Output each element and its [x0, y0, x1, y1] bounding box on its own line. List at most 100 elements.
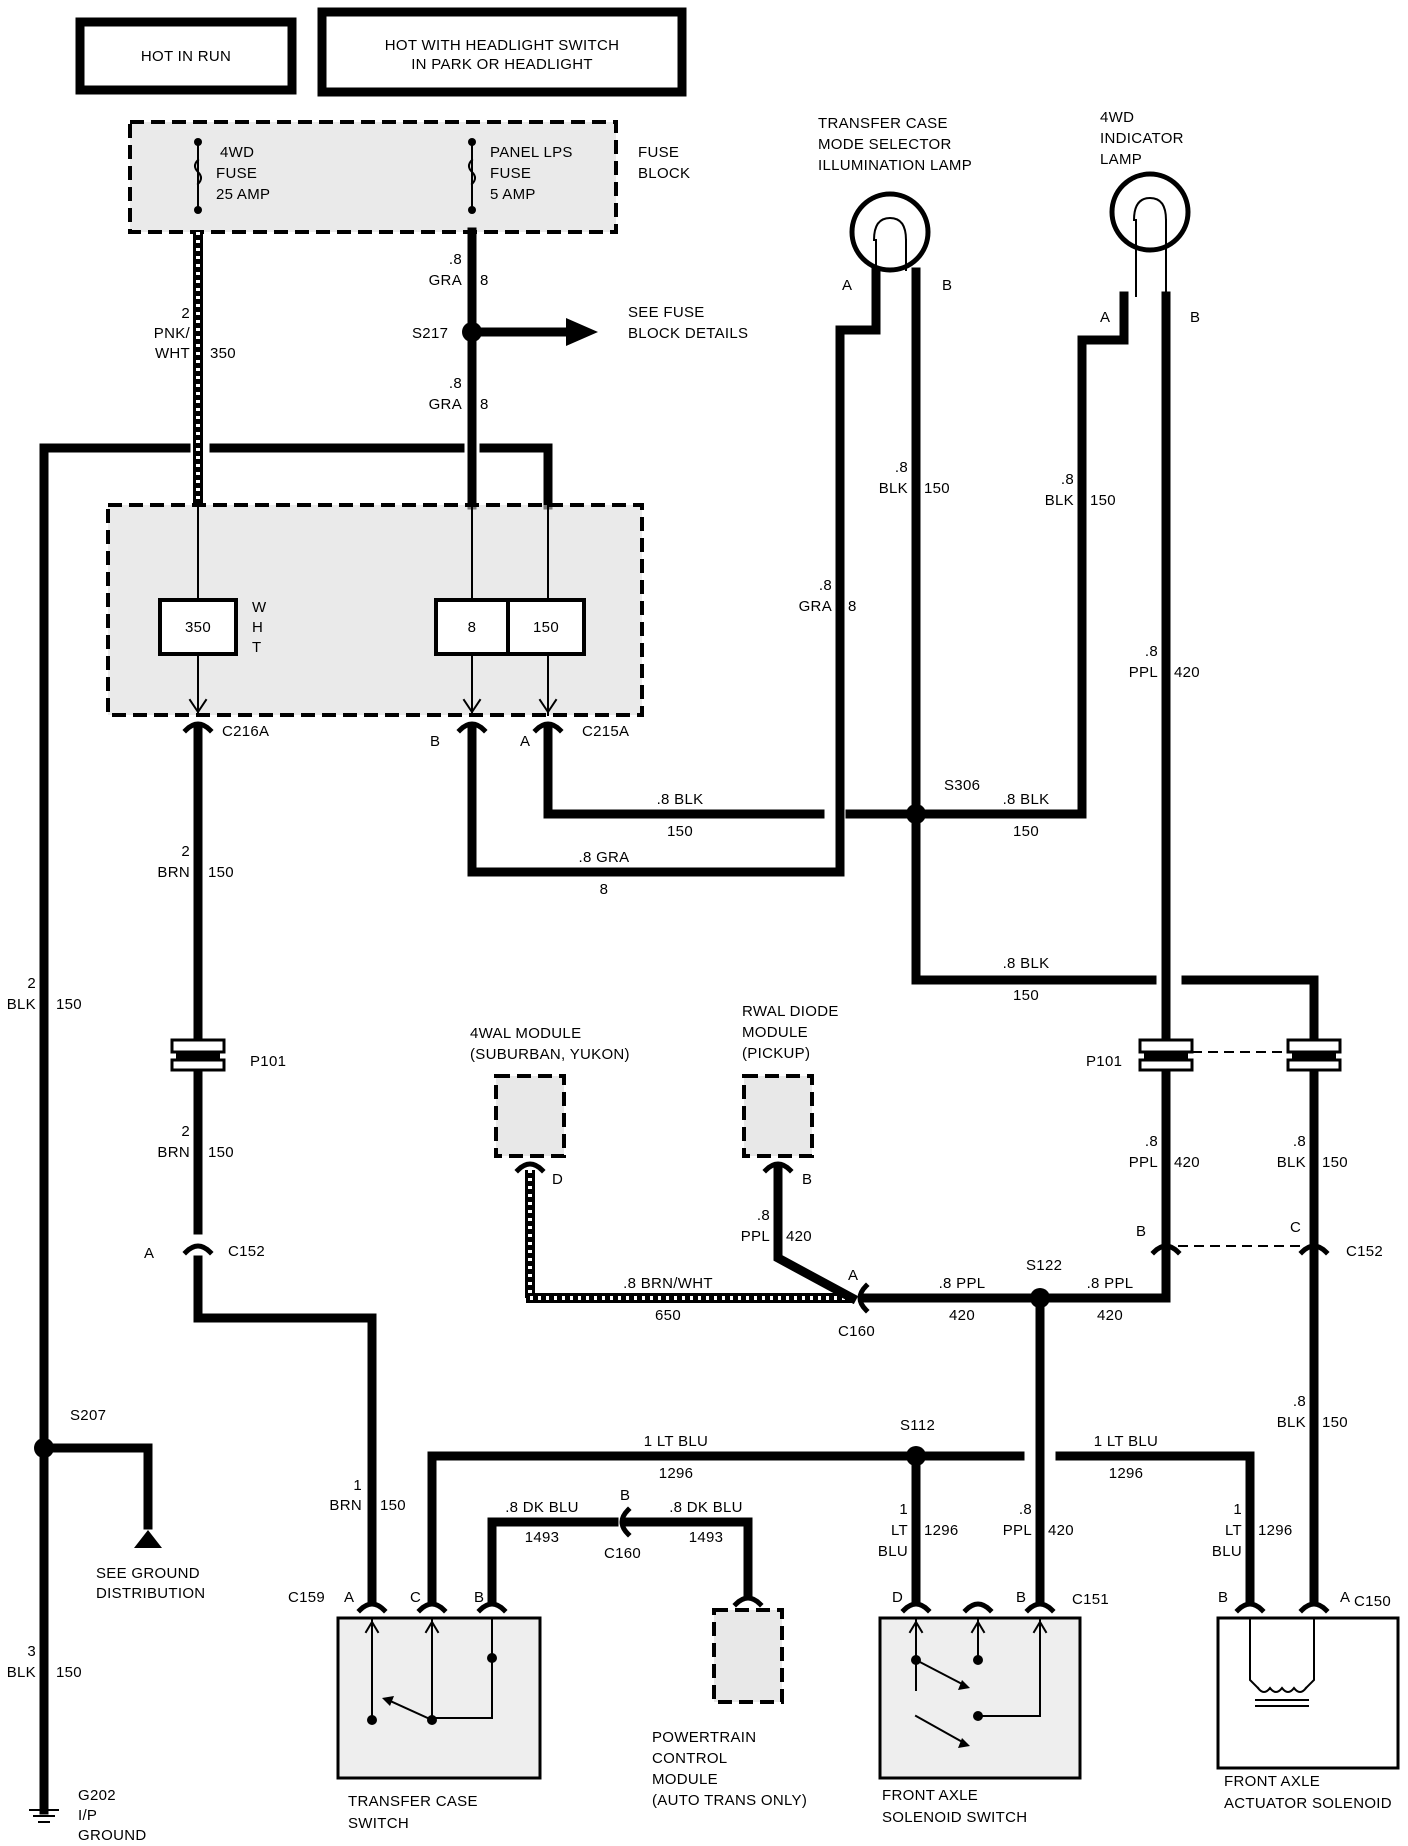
fas-label-1: FRONT AXLE [882, 1787, 978, 1804]
ind-b-circuit: 420 [1174, 664, 1200, 681]
ind-lamp-pin-a: A [1100, 309, 1110, 326]
ind-blk-s306-circuit: 150 [1013, 823, 1039, 840]
ppl-lower-circuit: 420 [1174, 1154, 1200, 1171]
gra-lamp-circuit: 8 [600, 881, 609, 898]
c152-left-label: C152 [228, 1243, 265, 1260]
brn-gauge-1: 2 [181, 843, 190, 860]
gra-lamp-circuit-2: 8 [848, 598, 857, 615]
rwal-gauge: .8 [757, 1207, 770, 1224]
c215a-label: C215A [582, 723, 629, 740]
ind-a-gauge: .8 [1061, 471, 1074, 488]
c215a-pin-a: A [520, 733, 530, 750]
solenoid-coil-icon [1256, 1686, 1308, 1693]
fas-arrow-2-icon [958, 1738, 970, 1748]
ppl-s122-gauge: .8 [1019, 1501, 1032, 1518]
ground-arrow-icon [134, 1530, 162, 1548]
ind-lamp-pin-b: B [1190, 309, 1200, 326]
splice-s112-label: S112 [900, 1417, 935, 1434]
tc-lamp-pin-b: B [942, 277, 952, 294]
see-ground-label-2: DISTRIBUTION [96, 1585, 205, 1602]
dkblu-right-circuit: 1493 [689, 1529, 724, 1546]
gnd-circuit-1: 150 [56, 996, 82, 1013]
fuse-panel-icon [468, 158, 476, 186]
wire-8-gra-lamp: .8 GRA 8 .8 GRA 8 [467, 267, 881, 898]
hot-in-run-label: HOT IN RUN [141, 48, 231, 65]
see-fuse-label-1: SEE FUSE [628, 304, 705, 321]
ltblu-c150-color-2: BLU [1212, 1543, 1242, 1560]
fuse-panel-label-1: PANEL LPS [490, 144, 573, 161]
ground-label: GROUND [78, 1827, 146, 1844]
brn-color-1: BRN [157, 864, 190, 881]
rwal-label-3: (PICKUP) [742, 1045, 810, 1062]
fas-arrow-1-icon [958, 1680, 970, 1690]
ltblu-left-circuit: 1296 [659, 1465, 694, 1482]
rwal-label-1: RWAL DIODE [742, 1003, 839, 1020]
faa-label-2: ACTUATOR SOLENOID [1224, 1795, 1392, 1812]
transfer-case-switch: A C B C159 TRANSFER CASE SWITCH [288, 1589, 542, 1832]
connector-c160-lower-icon [619, 1506, 632, 1538]
wire-8-gauge-1: .8 [449, 251, 462, 268]
connector-p101-left [170, 1038, 226, 1072]
indicator-bulb-icon [1109, 171, 1191, 253]
fuse-4wd-label-1: 4WD [220, 144, 254, 161]
wire-350-pnk-wht: 2 PNK/ WHT 350 [154, 232, 236, 505]
c152-right-pin-b: B [1136, 1223, 1146, 1240]
connector-c215a: B A C215A [430, 721, 629, 750]
brnwht-circuit: 650 [655, 1307, 681, 1324]
ppl-right-circuit: 420 [1097, 1307, 1123, 1324]
lamp-bulb-icon [849, 191, 931, 273]
gra-lamp-gauge: .8 [819, 577, 832, 594]
gnd-circuit-2: 150 [56, 1664, 82, 1681]
wire-1296-lt-blu: 1 LT BLU 1296 1 LT BLU 1296 S112 1 LT BL… [427, 1417, 1292, 1605]
wht-t: T [252, 639, 261, 656]
c151-pin-b: B [1016, 1589, 1026, 1606]
fuse-4wd-label-3: 25 AMP [216, 186, 270, 203]
wire-8-gauge-2: .8 [449, 375, 462, 392]
box-350-label: 350 [185, 619, 211, 636]
splice-s306 [906, 804, 926, 824]
see-ground-label-1: SEE GROUND [96, 1565, 200, 1582]
gnd-gauge-2: 3 [27, 1643, 36, 1660]
fuse-panel-label-2: FUSE [490, 165, 531, 182]
fuse-block: FUSE BLOCK 4WD FUSE 25 AMP PANEL LPS FUS… [128, 120, 690, 234]
gnd-color-2: BLK [7, 1664, 36, 1681]
c152-right-pin-c: C [1290, 1219, 1301, 1236]
ppl-mid-label: .8 PPL [939, 1275, 986, 1292]
splice-s217-label: S217 [412, 325, 448, 342]
front-axle-solenoid-switch: D B C151 FRONT AXLE SOLENOID SWITCH [878, 1589, 1109, 1826]
g202-label: G202 [78, 1787, 116, 1804]
circuit-150-box [506, 598, 586, 656]
rblk-circuit-2: 150 [1322, 1414, 1348, 1431]
ltblu-s112-color-2: BLU [878, 1543, 908, 1560]
blk-c215a-circuit: 150 [667, 823, 693, 840]
brn-circuit-1: 150 [208, 864, 234, 881]
powertrain-control-module: POWERTRAIN CONTROL MODULE (AUTO TRANS ON… [652, 1595, 807, 1809]
transfer-case-lamp: TRANSFER CASE MODE SELECTOR ILLUMINATION… [818, 115, 1319, 1004]
rblk-color-1: BLK [1277, 1154, 1306, 1171]
c160-lower-label: C160 [604, 1545, 641, 1562]
ind-b-color: PPL [1129, 664, 1158, 681]
rwal-color: PPL [741, 1228, 770, 1245]
ltblu-right-label: 1 LT BLU [1094, 1433, 1158, 1450]
ind-lamp-label-3: LAMP [1100, 151, 1142, 168]
c152-right-label: C152 [1346, 1243, 1383, 1260]
c159-pin-b: B [474, 1589, 484, 1606]
box-150-label: 150 [533, 619, 559, 636]
tcs-label-1: TRANSFER CASE [348, 1793, 478, 1810]
brn-color-2: BRN [157, 1144, 190, 1161]
brn-gauge-3: 1 [353, 1477, 362, 1494]
rwal-pin-b: B [802, 1171, 812, 1188]
wire-8-color-1: GRA [429, 272, 462, 289]
fuse-4wd-label-2: FUSE [216, 165, 257, 182]
4wal-module: 4WAL MODULE (SUBURBAN, YUKON) D .8 BRN/W… [470, 1025, 852, 1324]
c160-pin-a: A [848, 1267, 858, 1284]
ind-blk-s306-label: .8 BLK [1003, 791, 1050, 808]
blk-right-label: .8 BLK [1003, 955, 1050, 972]
wht-w: W [252, 599, 267, 616]
brnwht-label: .8 BRN/WHT [623, 1275, 713, 1292]
blk-c215a-label: .8 BLK [657, 791, 704, 808]
ground-g202-icon [29, 1809, 59, 1823]
wal-label-2: (SUBURBAN, YUKON) [470, 1046, 630, 1063]
dkblu-left-label: .8 DK BLU [505, 1499, 579, 1516]
pcm-label-2: CONTROL [652, 1750, 727, 1767]
